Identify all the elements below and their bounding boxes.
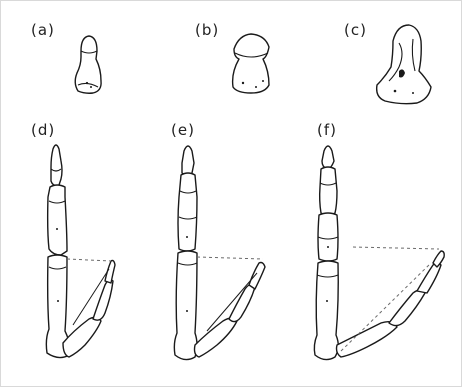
bone-drawing-f <box>314 146 444 360</box>
bone-drawing-d <box>46 145 115 358</box>
bone-drawing-c <box>377 25 431 104</box>
bone-drawing-e <box>174 146 265 360</box>
bone-drawing-a <box>75 36 101 93</box>
bone-drawing-b <box>233 34 269 93</box>
